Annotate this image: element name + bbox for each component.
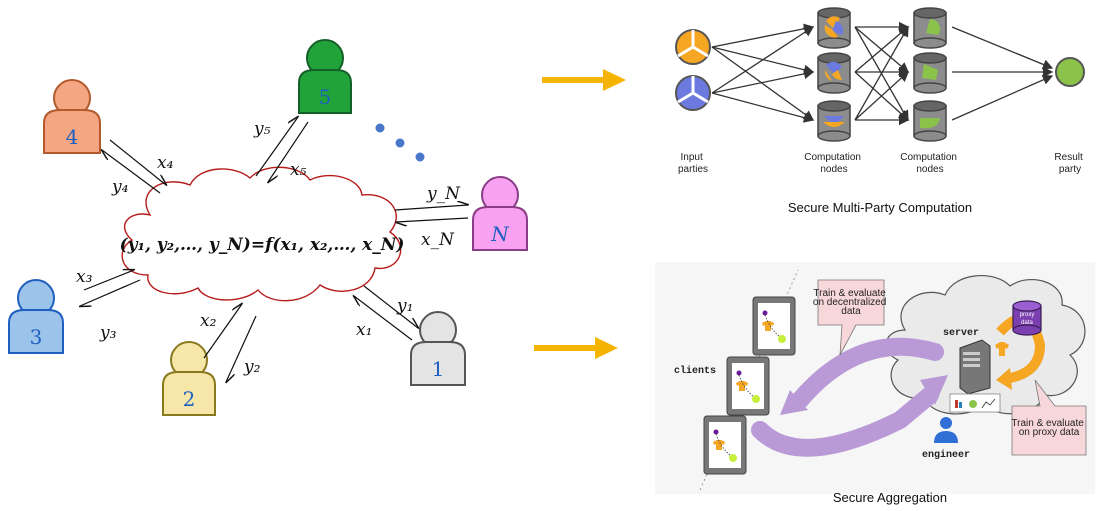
svg-text:Train & evaluate on de: Train & evaluate on decentralized data xyxy=(813,288,889,317)
computation-node-1b xyxy=(817,52,851,94)
party-3: 3 xyxy=(8,279,64,354)
left-diagram: (y₁, y₂,…, y_N)=f(x₁, x₂,…, x_N) 4 5 N 3 xyxy=(8,39,528,416)
update-flow-arrowhead xyxy=(920,375,948,405)
label-y5: y₅ xyxy=(253,119,271,139)
proxy-data-cylinder: proxy data xyxy=(1012,300,1042,336)
party-5: 5 xyxy=(298,39,352,114)
party-3-label: 3 xyxy=(30,325,43,349)
party-n-label: N xyxy=(490,222,510,246)
computation-node-1a xyxy=(817,7,851,49)
client-device-3 xyxy=(703,415,747,475)
more-parties-dots xyxy=(375,123,425,162)
party-4: 4 xyxy=(43,79,101,154)
proxy-label-line1: proxy xyxy=(1020,312,1035,318)
proxy-label-line2: data xyxy=(1021,320,1033,326)
server-icon xyxy=(959,339,991,395)
svg-text:Train & evaluate on pr: Train & evaluate on proxy data xyxy=(1011,418,1086,438)
aggregation-caption: Secure Aggregation xyxy=(833,490,947,505)
model-flow-arrow xyxy=(791,337,944,409)
party-1: 1 xyxy=(410,311,466,386)
mpc-diagram: Input parties Computation nodes Computat… xyxy=(675,7,1085,215)
client-device-2 xyxy=(726,356,770,416)
label-x5: x₅ xyxy=(290,160,307,180)
party-2: 2 xyxy=(162,341,216,416)
computation-node-2c xyxy=(913,100,947,142)
flow-arrow-bottom xyxy=(534,337,618,359)
input-party-orange xyxy=(675,29,711,65)
clients-label: clients xyxy=(674,365,716,377)
mpc-connections xyxy=(711,21,1054,126)
input-party-blue xyxy=(675,75,711,111)
label-yn: y_N xyxy=(426,184,461,204)
label-y4: y₄ xyxy=(111,177,129,197)
party-1-label: 1 xyxy=(432,357,445,381)
result-party xyxy=(1055,57,1085,87)
computation-node-1c xyxy=(817,100,851,142)
mpc-caption: Secure Multi-Party Computation xyxy=(788,200,972,215)
label-x2: x₂ xyxy=(200,311,217,331)
model-icon-server xyxy=(995,342,1009,356)
computation-node-2a xyxy=(913,7,947,49)
result-party-label: Result party xyxy=(1054,152,1085,175)
label-x3: x₃ xyxy=(76,267,93,287)
party-5-label: 5 xyxy=(319,85,332,109)
party-4-label: 4 xyxy=(66,125,79,149)
computation-cloud xyxy=(121,166,402,302)
computation-nodes-label-2: Computation nodes xyxy=(900,152,959,175)
computation-node-2b xyxy=(913,52,947,94)
label-y3: y₃ xyxy=(99,323,117,343)
flow-arrow-top xyxy=(542,69,626,91)
label-x4: x₄ xyxy=(157,153,174,173)
proxy-loop-arrowhead xyxy=(996,368,1012,390)
model-flow-arrowhead xyxy=(780,390,808,415)
label-y1: y₁ xyxy=(396,296,413,316)
label-x1: x₁ xyxy=(356,320,372,340)
aggregation-diagram: proxy data server Train & evaluate on xyxy=(655,262,1095,505)
computation-nodes-label-1: Computation nodes xyxy=(804,152,863,175)
metrics-card xyxy=(949,393,1001,413)
party-2-label: 2 xyxy=(183,387,196,411)
client-device-1 xyxy=(752,296,796,356)
arrow-labels: x₄ y₄ y₅ x₅ y_N x_N x₃ y₃ x₂ y₂ y₁ x₁ xyxy=(76,119,461,377)
server-label: server xyxy=(943,328,979,339)
input-parties-label: Input parties xyxy=(678,152,708,175)
callout-decentralized: Train & evaluate on decentralized data xyxy=(813,279,889,356)
party-n: N xyxy=(472,176,528,251)
update-flow-arrow xyxy=(751,386,939,457)
label-y2: y₂ xyxy=(243,357,261,377)
exchange-arrows xyxy=(80,117,468,382)
engineer-icon xyxy=(934,417,958,443)
formula: (y₁, y₂,…, y_N)=f(x₁, x₂,…, x_N) xyxy=(120,235,405,255)
callout-proxy: Train & evaluate on proxy data xyxy=(1011,379,1087,456)
engineer-label: engineer xyxy=(922,449,970,461)
label-xn: x_N xyxy=(421,230,455,250)
